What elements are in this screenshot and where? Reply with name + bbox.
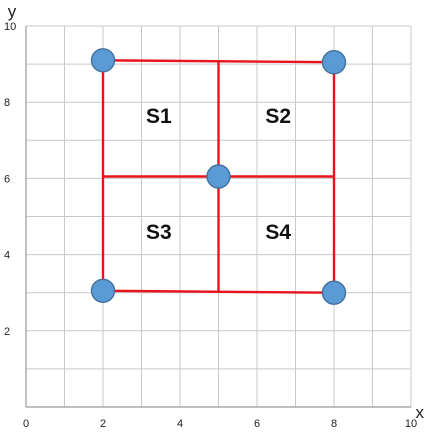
point-marker <box>321 49 347 75</box>
red-segment <box>102 289 335 294</box>
x-axis-label: x <box>416 403 425 422</box>
x-tick-label: 4 <box>177 418 183 430</box>
tick-labels: 0 2 4 6 8 10 2 4 6 8 10 <box>4 21 417 430</box>
y-axis-label: y <box>8 2 17 21</box>
region-label-s3: S3 <box>146 221 172 244</box>
red-segment <box>102 59 335 64</box>
y-tick-label: 8 <box>4 97 10 109</box>
y-tick-label: 2 <box>4 326 10 338</box>
point-marker <box>206 164 231 189</box>
x-tick-label: 0 <box>23 418 29 430</box>
x-tick-label: 2 <box>100 418 106 430</box>
x-tick-label: 6 <box>254 418 260 430</box>
x-tick-label: 8 <box>331 418 337 430</box>
point-marker <box>90 48 116 73</box>
region-label-s4: S4 <box>265 221 291 244</box>
y-tick-label: 4 <box>4 250 10 262</box>
region-label-s2: S2 <box>265 105 291 128</box>
axes <box>25 26 411 408</box>
y-tick-label: 6 <box>4 173 10 185</box>
region-label-s1: S1 <box>146 105 172 128</box>
x-tick-label: 10 <box>405 418 417 430</box>
point-marker <box>321 280 347 305</box>
points <box>90 48 347 305</box>
point-marker <box>90 278 116 303</box>
y-tick-label: 10 <box>4 21 16 33</box>
